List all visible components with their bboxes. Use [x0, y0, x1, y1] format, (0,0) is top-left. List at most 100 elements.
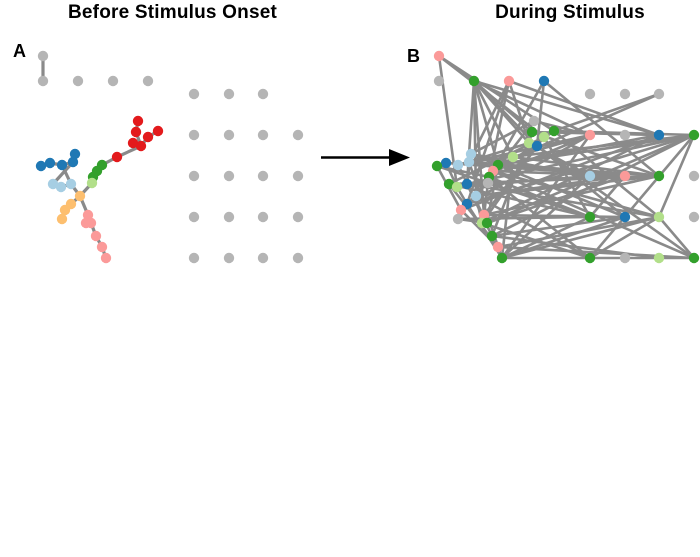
graph-node-before [65, 178, 77, 190]
graph-node-after [619, 129, 631, 141]
graph-node-before [257, 88, 269, 100]
graph-edge-after [500, 215, 592, 260]
graph-edge-after [465, 133, 592, 206]
graph-node-before [292, 170, 304, 182]
graph-edge-after [530, 130, 661, 178]
graph-node-after [528, 115, 540, 127]
graph-node-before [257, 129, 269, 141]
graph-node-before [223, 252, 235, 264]
graph-node-after [443, 178, 455, 190]
graph-node-before [111, 151, 123, 163]
graph-node-after [688, 252, 700, 264]
graph-node-before [69, 148, 81, 160]
graph-edge-after [472, 79, 515, 159]
graph-node-before [96, 241, 108, 253]
graph-node-before [223, 129, 235, 141]
graph-edge-after [469, 119, 536, 156]
right-panel-title: During Stimulus [495, 2, 645, 23]
graph-node-before [292, 252, 304, 264]
graph-edge-after [588, 133, 696, 260]
graph-edge-after [487, 133, 592, 179]
graph-edge-after [657, 215, 696, 260]
graph-edge-after [500, 215, 627, 260]
graph-edge-after [447, 182, 592, 219]
graph-node-after [468, 75, 480, 87]
panel-label-b: B [407, 46, 420, 66]
graph-node-after [461, 178, 473, 190]
graph-node-after [653, 88, 665, 100]
graph-node-before [152, 125, 164, 137]
graph-edge-after [456, 133, 592, 167]
panel-label-a: A [13, 41, 26, 61]
graph-node-before [74, 190, 86, 202]
graph-edge-after [487, 79, 511, 179]
graph-edge-after [490, 133, 696, 238]
graph-node-before [188, 129, 200, 141]
graph-node-after [619, 88, 631, 100]
graph-edge-after [500, 174, 592, 260]
graph-node-after [523, 137, 535, 149]
graph-node-before [56, 159, 68, 171]
graph-edge-after [500, 215, 661, 260]
graph-edge-after [588, 174, 627, 219]
graph-node-after [503, 75, 515, 87]
graph-edge-after [552, 92, 661, 133]
graph-node-before [37, 75, 49, 87]
graph-edge-after [485, 174, 627, 225]
graph-node-after [584, 88, 596, 100]
graph-node-after [619, 211, 631, 223]
graph-node-before [85, 217, 97, 229]
graph-node-after [619, 170, 631, 182]
graph-node-after [452, 159, 464, 171]
graph-node-before [223, 170, 235, 182]
graph-node-after [440, 157, 452, 169]
graph-node-before [188, 252, 200, 264]
graph-node-after [688, 211, 700, 223]
graph-node-before [72, 75, 84, 87]
graph-node-before [37, 50, 49, 62]
graph-node-after [688, 129, 700, 141]
graph-node-after [486, 230, 498, 242]
graph-node-before [188, 88, 200, 100]
graph-node-before [59, 204, 71, 216]
graph-node-before [257, 170, 269, 182]
graph-node-after [478, 209, 490, 221]
graph-node-before [86, 177, 98, 189]
graph-node-before [132, 115, 144, 127]
graph-node-before [55, 181, 67, 193]
graph-node-after [433, 50, 445, 62]
graph-node-before [292, 211, 304, 223]
graph-node-before [100, 252, 112, 264]
graph-node-before [56, 213, 68, 225]
graph-node-after [688, 170, 700, 182]
graph-node-after [433, 75, 445, 87]
graph-node-after [465, 148, 477, 160]
graph-edge-after [465, 133, 696, 186]
graph-node-before [257, 211, 269, 223]
graph-node-after [470, 190, 482, 202]
graph-edge-after [490, 215, 627, 238]
graph-node-after [482, 177, 494, 189]
graph-node-after [538, 131, 550, 143]
graph-node-after [584, 252, 596, 264]
graph-node-after [496, 252, 508, 264]
graph-node-before [188, 211, 200, 223]
graph-node-after [492, 241, 504, 253]
graph-node-before [135, 140, 147, 152]
graph-node-before [223, 88, 235, 100]
graph-node-after [653, 129, 665, 141]
graph-node-before [223, 211, 235, 223]
graph-node-before [142, 75, 154, 87]
graph-node-after [455, 204, 467, 216]
graph-edge-after [542, 79, 661, 178]
graph-edge-after [507, 79, 661, 137]
graph-node-after [463, 156, 475, 168]
graph-node-before [257, 252, 269, 264]
graph-edge-after [657, 133, 696, 219]
graph-node-before [107, 75, 119, 87]
graph-node-before [47, 178, 59, 190]
graph-node-before [142, 131, 154, 143]
graph-node-before [292, 129, 304, 141]
